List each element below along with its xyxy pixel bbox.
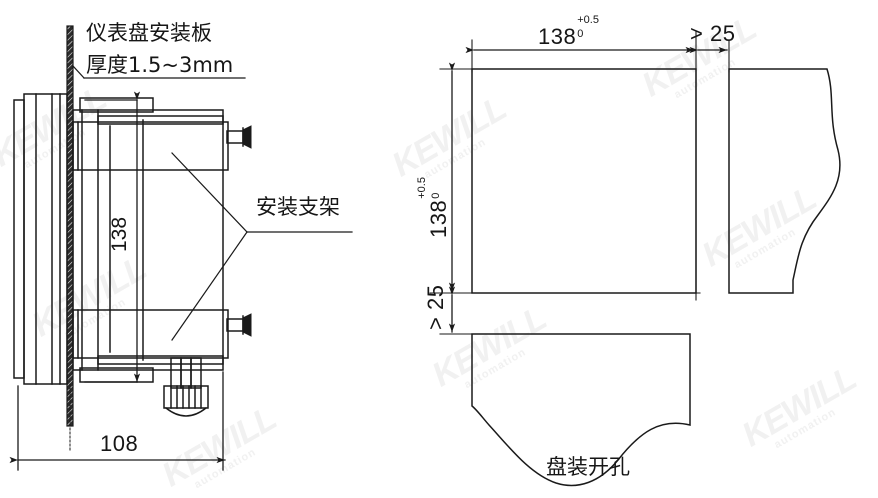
panel-break-bottom xyxy=(471,333,691,487)
fixing-screw-lower xyxy=(226,313,252,337)
instrument-top-lip xyxy=(79,97,154,113)
extension-lines-top xyxy=(471,31,730,301)
panel-break-right xyxy=(728,68,841,294)
dimension-label-gap-right: > 25 xyxy=(690,21,736,46)
label-panel-mounting-plate-line1: 仪表盘安装板 xyxy=(86,21,212,45)
cutout-height-tol-lower: 0 xyxy=(430,192,442,199)
cutout-width-value: 138 xyxy=(538,24,577,49)
dimension-depth-108 xyxy=(9,371,226,471)
instrument-front-bezel xyxy=(13,93,68,385)
label-panel-mounting-plate-line2: 厚度1.5~3mm xyxy=(86,53,234,77)
extension-lines-left xyxy=(429,68,701,335)
leader-mounting-bracket xyxy=(171,152,353,341)
instrument-body xyxy=(72,109,224,371)
cutout-height-value: 138 xyxy=(426,199,451,238)
cutout-width-tol-upper: +0.5 xyxy=(577,14,599,26)
fixing-screw-upper xyxy=(226,125,252,149)
cutout-width-tol-lower: 0 xyxy=(577,28,584,40)
dimension-label-depth-108: 108 xyxy=(100,431,139,456)
dimension-height-138 xyxy=(84,91,141,383)
label-mounting-bracket: 安装支架 xyxy=(256,195,340,219)
cutout-height-tol-upper: +0.5 xyxy=(416,177,428,199)
panel-cutout-square xyxy=(471,68,697,294)
cutout-width-tolerance: +0.5 0 xyxy=(576,14,602,44)
cable-gland-connector xyxy=(163,357,209,417)
leader-panel-plate xyxy=(72,65,246,79)
mounting-bracket-lower xyxy=(72,309,229,365)
mounting-bracket-upper xyxy=(72,115,229,171)
dimension-label-gap-bottom: > 25 xyxy=(423,284,448,330)
caption-panel-cutout: 盘装开孔 xyxy=(546,455,630,479)
dimension-label-height-138: 138 xyxy=(108,216,131,252)
panel-mounting-plate xyxy=(67,26,73,426)
dimension-label-cutout-width: 138+0.5 0 xyxy=(538,14,602,50)
